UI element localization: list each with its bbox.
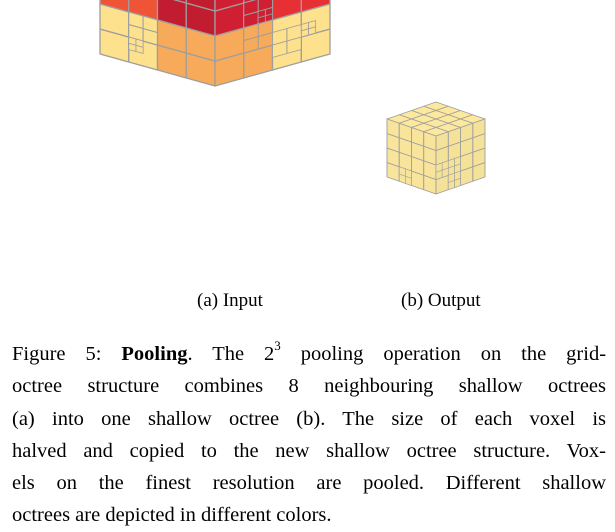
- voxel-right-yellow-fine: [272, 28, 288, 46]
- caption-label: Figure 5:: [12, 343, 102, 365]
- voxel-right-crimson: [214, 0, 245, 12]
- input-octree-cube: [99, 0, 331, 87]
- caption-title: Pooling: [121, 343, 188, 365]
- voxel-left-crimson: [173, 0, 187, 4]
- subcaption-input: (a) Input: [197, 290, 263, 311]
- figure-illustration: [99, 0, 486, 195]
- caption-line-6: octrees are depicted in different colors…: [12, 504, 332, 527]
- voxel-left-yellow-finest: [135, 38, 144, 48]
- voxel-right-crimson-fine: [243, 0, 259, 16]
- caption-line-5: els on the finest resolution are pooled.…: [12, 472, 606, 495]
- subcaption-output: (b) Output: [401, 290, 481, 311]
- figure-caption: Figure 5: Pooling. The 23 pooling operat…: [12, 338, 606, 532]
- caption-line-3: (a) into one shallow octree (b). The siz…: [12, 407, 606, 430]
- voxel-right-crimson-finest: [257, 9, 266, 19]
- output-octree-cube: [386, 101, 486, 195]
- caption-line-2: octree structure combines 8 neighbouring…: [12, 375, 606, 398]
- caption-line-1: Figure 5: Pooling. The 23 pooling operat…: [12, 338, 607, 365]
- voxel-right-orange-fine: [243, 23, 259, 41]
- voxel-right: [435, 131, 449, 151]
- voxel-right-fine: [435, 162, 443, 173]
- caption-line-4: halved and copied to the new shallow oct…: [12, 439, 606, 462]
- voxel-left-crimson: [185, 0, 216, 12]
- voxel-left-fine: [405, 168, 412, 179]
